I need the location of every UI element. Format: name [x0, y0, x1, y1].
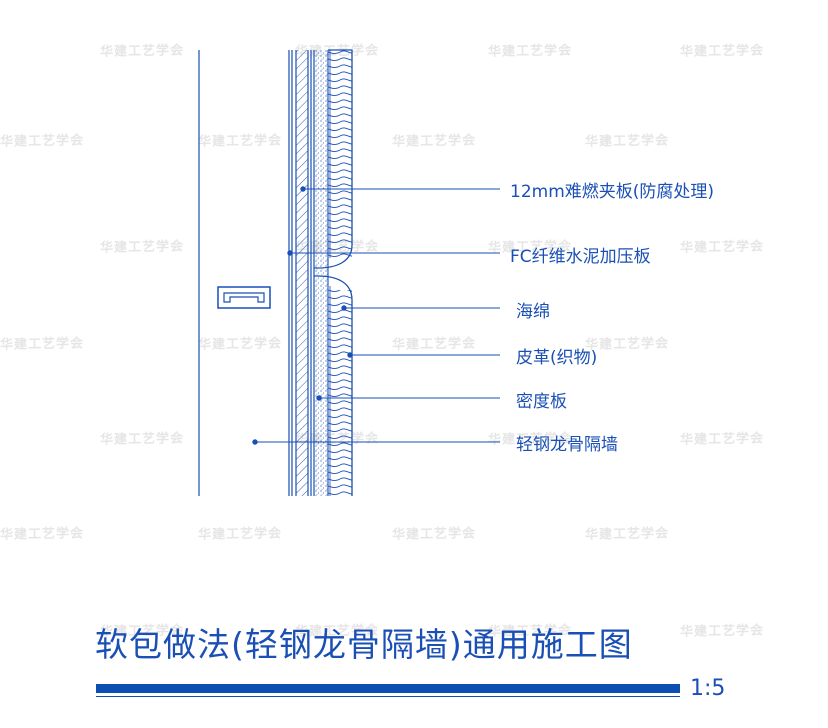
density-board [314, 50, 329, 496]
label-density-board: 密度板 [516, 392, 567, 412]
drawing-title: 软包做法(轻钢龙骨隔墙)通用施工图 [95, 625, 633, 664]
scale-label: 1:5 [690, 676, 726, 701]
label-fireproof-board: 12mm难燃夹板(防腐处理) [510, 182, 715, 202]
keel-symbol [217, 286, 271, 309]
panel-lower [314, 275, 353, 496]
label-sponge: 海绵 [516, 302, 550, 322]
title-underline-thin [96, 696, 680, 697]
title-underline-thick [96, 684, 680, 693]
leader-lines [252, 186, 500, 445]
partition-wall [288, 50, 293, 496]
fireproof-board [295, 50, 309, 496]
label-fc-board: FC纤维水泥加压板 [510, 247, 651, 267]
fc-board [310, 50, 315, 496]
panel-upper [314, 49, 353, 269]
label-leather: 皮革(织物) [516, 348, 598, 368]
label-partition-wall: 轻钢龙骨隔墙 [516, 435, 618, 455]
